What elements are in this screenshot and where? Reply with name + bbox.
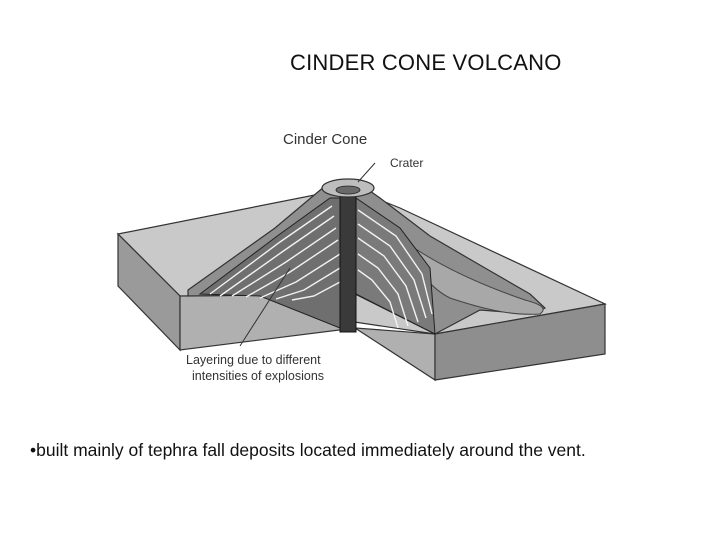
ground-block-right-face (434, 303, 606, 381)
label-crater: Crater (390, 156, 423, 170)
crater-pit (335, 185, 361, 195)
crater-leader-line (357, 162, 376, 183)
label-cinder-cone: Cinder Cone (283, 131, 367, 148)
layering-leader-line (239, 267, 291, 347)
lava-flow (399, 237, 544, 315)
label-layering-line2: intensities of explosions (192, 369, 324, 383)
slide-title: CINDER CONE VOLCANO (290, 50, 562, 75)
label-layering-line1: Layering due to different (186, 353, 321, 367)
tephra-layering (209, 205, 341, 301)
volcanic-conduit (339, 195, 357, 333)
bullet-text: •built mainly of tephra fall deposits lo… (30, 440, 586, 460)
cinder-cone-diagram: Cinder Cone Crater Layering due to diffe… (100, 118, 620, 390)
